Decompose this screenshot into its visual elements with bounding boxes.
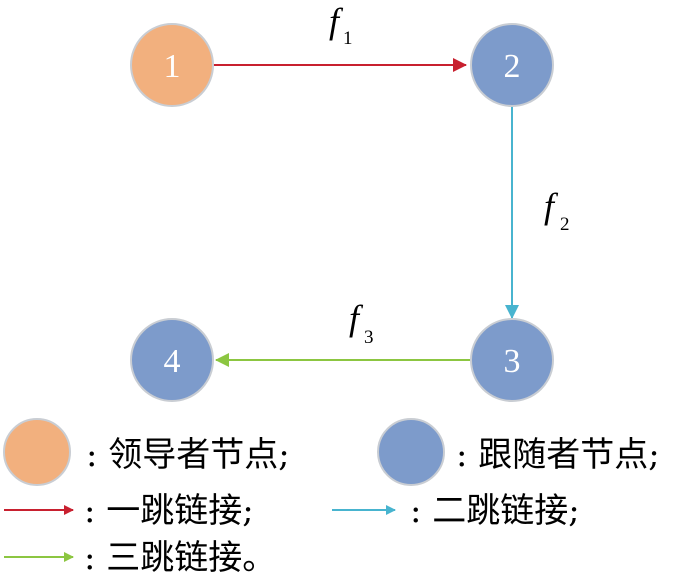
legend-follower-label: : 跟随者节点; (456, 435, 660, 475)
svg-text:f: f (349, 298, 364, 338)
svg-text:1: 1 (343, 28, 353, 49)
node-1: 1 (130, 23, 214, 107)
edge-label-f2: f 2 (544, 186, 570, 235)
node-3: 3 (470, 318, 554, 402)
legend-follower: : 跟随者节点; (377, 418, 660, 486)
leader-swatch-icon (3, 418, 71, 486)
svg-text:f: f (329, 1, 344, 41)
node-3-label: 3 (504, 343, 521, 380)
svg-text:f: f (544, 186, 559, 226)
legend-leader-label: : 领导者节点; (86, 435, 290, 475)
legend-hop2-label: : 二跳链接; (410, 491, 580, 531)
edge-label-f3: f 3 (349, 298, 374, 348)
node-4-label: 4 (164, 343, 181, 380)
node-2: 2 (470, 23, 554, 107)
edge-label-f1: f 1 (329, 1, 353, 49)
follower-swatch-icon (377, 418, 445, 486)
svg-text:3: 3 (364, 327, 374, 348)
legend-hop3: : 三跳链接。 (4, 538, 276, 578)
legend-hop2: : 二跳链接; (332, 491, 580, 531)
legend-hop1-label: : 一跳链接; (84, 491, 254, 531)
legend-leader: : 领导者节点; (3, 418, 290, 486)
node-1-label: 1 (164, 48, 181, 85)
svg-text:2: 2 (560, 214, 570, 235)
node-2-label: 2 (504, 48, 521, 85)
legend-hop3-label: : 三跳链接。 (84, 538, 276, 578)
legend: : 领导者节点; : 跟随者节点; : 一跳链接; : 二跳链接; : 三跳链接… (3, 418, 660, 578)
node-4: 4 (130, 318, 214, 402)
legend-hop1: : 一跳链接; (4, 491, 254, 531)
